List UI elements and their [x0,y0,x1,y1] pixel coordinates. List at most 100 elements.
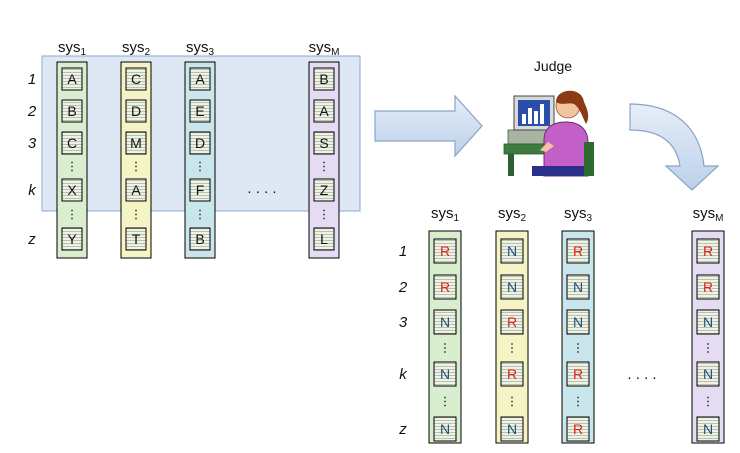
doc-cell: F [189,178,211,202]
doc-label: Y [67,231,77,247]
judgment-label: R [573,421,583,437]
rank-label: 1 [399,243,407,260]
rank-label: 2 [27,103,37,120]
doc-cell: R [500,309,524,335]
right-arrow [374,94,483,158]
doc-label: L [320,231,328,247]
doc-cell: L [313,227,335,251]
judge-label: Judge [534,58,572,74]
ellipsis: . . . . [627,366,656,383]
doc-cell: N [433,361,457,387]
ellipsis: . . . . [247,180,276,197]
judgment-label: N [440,314,450,330]
doc-cell: B [313,67,335,91]
doc-cell: Z [313,178,335,202]
doc-cell: C [61,131,83,155]
judgment-label: R [703,243,713,259]
doc-label: C [131,71,141,87]
rank-label: 3 [28,135,37,152]
system-column: N N R R N [495,230,529,444]
doc-label: A [195,71,205,87]
system-column: ABC X Y [56,61,88,259]
rank-label: 3 [399,314,408,331]
judgment-label: N [507,279,517,295]
doc-label: X [67,182,77,198]
judgment-label: N [440,421,450,437]
system-column: BAS Z L [308,61,340,259]
doc-cell: R [696,274,720,300]
system-header: sys3 [564,205,593,224]
doc-label: E [195,103,204,119]
doc-cell: R [566,361,590,387]
rank-label: z [398,421,407,438]
doc-cell: R [696,238,720,264]
judgment-label: R [440,243,450,259]
doc-label: Z [320,182,329,198]
doc-cell: N [566,274,590,300]
system-column: AED F B [184,61,216,259]
doc-cell: N [696,416,720,442]
doc-label: B [319,71,328,87]
doc-cell: R [433,238,457,264]
doc-label: C [67,135,77,151]
doc-label: A [131,182,141,198]
doc-label: T [132,231,141,247]
doc-label: A [67,71,77,87]
doc-cell: B [189,227,211,251]
doc-cell: N [433,309,457,335]
doc-cell: N [696,361,720,387]
rank-label: z [27,231,36,248]
doc-cell: R [500,361,524,387]
doc-cell: X [61,178,83,202]
rank-label: k [399,366,408,383]
judgment-label: N [573,314,583,330]
judgment-label: N [573,279,583,295]
doc-label: S [319,135,328,151]
doc-cell: D [189,131,211,155]
curved-down-arrow [629,103,720,191]
doc-label: B [195,231,204,247]
doc-label: A [319,103,329,119]
system-header: sys3 [186,39,215,58]
judgment-label: R [507,366,517,382]
system-header: sys1 [58,39,87,58]
judgment-label: N [440,366,450,382]
judgment-label: N [703,421,713,437]
system-header: sysM [309,39,340,58]
doc-label: D [131,103,141,119]
system-header: sys1 [431,205,460,224]
judge-icon [503,90,594,177]
system-header: sys2 [122,39,151,58]
judgment-label: R [573,243,583,259]
doc-cell: N [500,238,524,264]
judgment-label: R [573,366,583,382]
doc-cell: N [433,416,457,442]
doc-cell: A [313,99,335,123]
judgment-label: N [507,243,517,259]
judgment-label: N [703,314,713,330]
doc-cell: E [189,99,211,123]
doc-label: F [196,182,205,198]
rank-label: k [28,182,37,199]
doc-cell: Y [61,227,83,251]
judgment-label: R [440,279,450,295]
doc-cell: R [566,416,590,442]
system-header: sysM [693,205,724,224]
doc-label: M [130,135,142,151]
doc-cell: R [566,238,590,264]
doc-cell: R [433,274,457,300]
system-column: R R N N N [428,230,462,444]
rank-label: 1 [28,71,36,88]
judgment-label: R [507,314,517,330]
system-header: sys2 [498,205,527,224]
doc-label: B [67,103,76,119]
system-column: CDM A T [120,61,152,259]
doc-cell: D [125,99,147,123]
doc-cell: N [566,309,590,335]
doc-cell: M [125,131,147,155]
doc-cell: A [125,178,147,202]
judgment-label: N [507,421,517,437]
